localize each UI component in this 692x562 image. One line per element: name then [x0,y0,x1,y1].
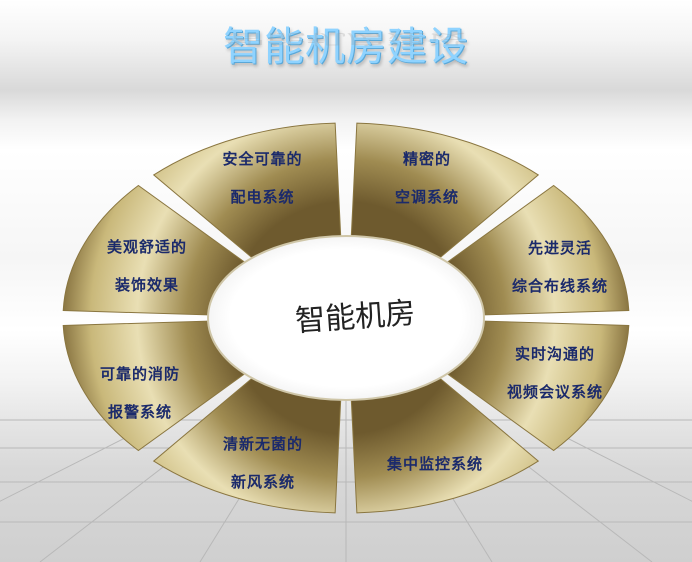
segment-label-fresh-air: 清新无菌的新风系统 [222,435,303,491]
segment-label-monitoring: 集中监控系统 [386,455,483,473]
page-title: 智能机房建设 [223,24,469,70]
segment-label-power: 安全可靠的配电系统 [222,150,303,206]
segment-label-cabling: 先进灵活综合布线系统 [511,239,608,295]
segment-label-decoration: 美观舒适的装饰效果 [106,238,187,294]
segment-label-fire-alarm: 可靠的消防报警系统 [99,365,180,421]
segment-label-aircon: 精密的空调系统 [394,150,459,206]
segment-label-video: 实时沟通的视频会议系统 [506,345,603,401]
center-hole [207,235,485,401]
